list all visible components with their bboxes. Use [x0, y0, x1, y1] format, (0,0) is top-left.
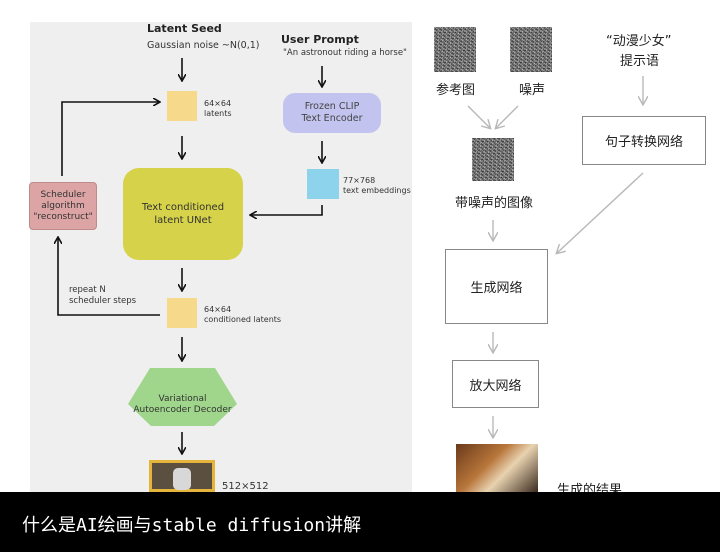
vae-line-1: Variational: [158, 394, 207, 404]
user-prompt-text: "An astronout riding a horse": [283, 48, 407, 58]
latent-seed-subtitle: Gaussian noise ~N(0,1): [147, 40, 260, 51]
text-embeddings-label: 77×768 text embeddings: [343, 176, 411, 196]
latents-size: 64×64: [204, 99, 232, 108]
scheduler-algorithm: Scheduler algorithm "reconstruct": [29, 182, 97, 230]
arrow-scheduler-to-latents: [61, 102, 159, 176]
latent-unet: Text conditioned latent UNet: [123, 168, 243, 260]
arrow-sentence-net-to-gen-net: [557, 172, 644, 253]
noise-image: [510, 27, 552, 72]
output-image: [149, 460, 215, 492]
latent-seed-title: Latent Seed: [147, 22, 222, 35]
unet-line-2: latent UNet: [154, 215, 212, 226]
noisy-image: [472, 138, 514, 181]
arrow-ref-to-noisy: [467, 105, 490, 128]
reference-image-noise: [434, 27, 476, 72]
unet-line-1: Text conditioned: [141, 202, 225, 213]
frozen-clip-text-encoder: Frozen CLIP Text Encoder: [283, 93, 381, 133]
caption-bar: 什么是AI绘画与stable diffusion讲解: [0, 492, 720, 552]
emb-size: 77×768: [343, 176, 376, 185]
result-image: [456, 444, 538, 492]
prompt-text: “动漫少女”: [606, 34, 672, 49]
repeat-line-2: scheduler steps: [69, 296, 137, 306]
conditioned-latents-label: 64×64 conditioned latents: [204, 305, 281, 325]
scheduler-line-1: Scheduler: [40, 189, 86, 200]
noisy-image-label: 带噪声的图像: [455, 196, 534, 211]
arrow-noise-to-noisy: [496, 105, 519, 128]
cond-text: conditioned latents: [204, 315, 282, 324]
text-embeddings-square: [307, 169, 339, 199]
vae-line-2: Autoencoder Decoder: [133, 405, 232, 415]
reference-image-label: 参考图: [436, 83, 476, 98]
latents-square: [167, 91, 197, 121]
scheduler-line-3: "reconstruct": [33, 211, 93, 222]
latents-label: 64×64 latents: [204, 99, 232, 119]
prompt-caption: 提示语: [620, 54, 660, 69]
clip-line-2: Text Encoder: [301, 113, 363, 124]
astronaut-figure: [173, 468, 191, 490]
conditioned-latents-square: [167, 298, 197, 328]
generation-network: 生成网络: [445, 249, 548, 324]
caption-text: 什么是AI绘画与stable diffusion讲解: [22, 515, 362, 536]
clip-line-1: Frozen CLIP: [304, 101, 360, 112]
sentence-conversion-network: 句子转换网络: [582, 116, 706, 165]
scheduler-line-2: algorithm: [41, 200, 85, 211]
arrow-loop-to-scheduler: [58, 238, 160, 316]
emb-text: text embeddings: [343, 186, 411, 195]
cond-size: 64×64: [204, 305, 232, 314]
arrow-embeddings-to-unet: [251, 205, 323, 215]
upscale-network: 放大网络: [452, 360, 539, 408]
noise-label: 噪声: [519, 83, 546, 98]
repeat-line-1: repeat N: [69, 285, 106, 295]
repeat-steps-label: repeat N scheduler steps: [69, 285, 136, 307]
user-prompt-title: User Prompt: [281, 33, 359, 46]
vae-decoder-label: Variational Autoencoder Decoder: [128, 388, 237, 422]
latents-text: latents: [204, 109, 232, 118]
output-size-label: 512×512: [222, 481, 269, 492]
